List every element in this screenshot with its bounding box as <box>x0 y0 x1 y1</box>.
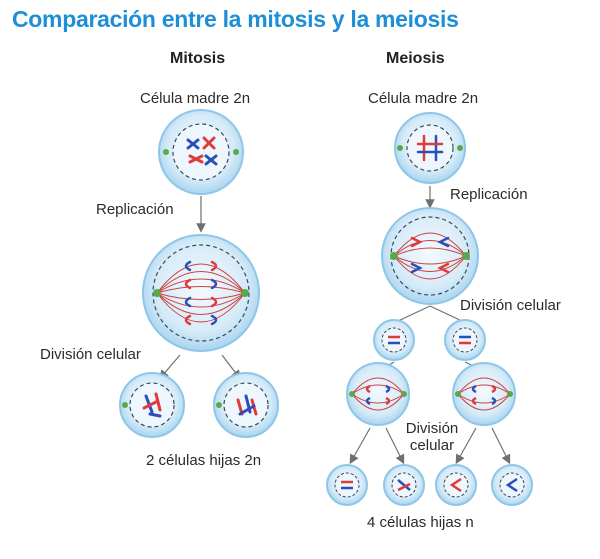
meiosis-secondary-cell-1 <box>373 319 415 361</box>
meiosis-branch-right <box>429 305 465 323</box>
meiosis-daughter-cell-4 <box>491 464 533 506</box>
meiosis-parent-cell <box>394 112 466 184</box>
mitosis-arrow-right <box>221 354 241 380</box>
mitosis-arrow-left <box>158 354 181 380</box>
page-title: Comparación entre la mitosis y la meiosi… <box>12 6 459 32</box>
meiosis-final-arrows <box>349 427 511 465</box>
mitosis-metaphase-cell <box>142 234 260 352</box>
meiosis-parent-label: Célula madre 2n <box>368 90 479 107</box>
meiosis-heading: Meiosis <box>386 50 445 67</box>
mitosis-heading: Mitosis <box>170 50 226 67</box>
meiosis-branch-left <box>395 305 431 323</box>
meiosis-replication-label: Replicación <box>450 186 528 203</box>
meiosis-daughter-cell-3 <box>435 464 477 506</box>
meiosis-division2-label-line1: División <box>405 420 459 437</box>
meiosis-secondary-cell-2 <box>444 319 486 361</box>
meiosis-result-label: 4 células hijas n <box>367 514 474 531</box>
mitosis-daughter-cell-1 <box>119 372 185 438</box>
mitosis-parent-label: Célula madre 2n <box>140 90 251 107</box>
meiosis-meiosis2-cell-1 <box>346 362 410 426</box>
mitosis-replication-label: Replicación <box>96 201 174 218</box>
meiosis-meiosis1-cell <box>381 207 479 305</box>
meiosis-meiosis2-cell-2 <box>452 362 516 426</box>
meiosis-daughter-cell-1 <box>326 464 368 506</box>
mitosis-parent-cell <box>158 109 244 195</box>
meiosis-division1-label: División celular <box>460 297 561 314</box>
mitosis-daughter-cell-2 <box>213 372 279 438</box>
meiosis-division2-label-line2: celular <box>409 437 455 454</box>
mitosis-division-label: División celular <box>40 346 141 363</box>
meiosis-daughter-cell-2 <box>383 464 425 506</box>
mitosis-result-label: 2 células hijas 2n <box>146 452 262 469</box>
